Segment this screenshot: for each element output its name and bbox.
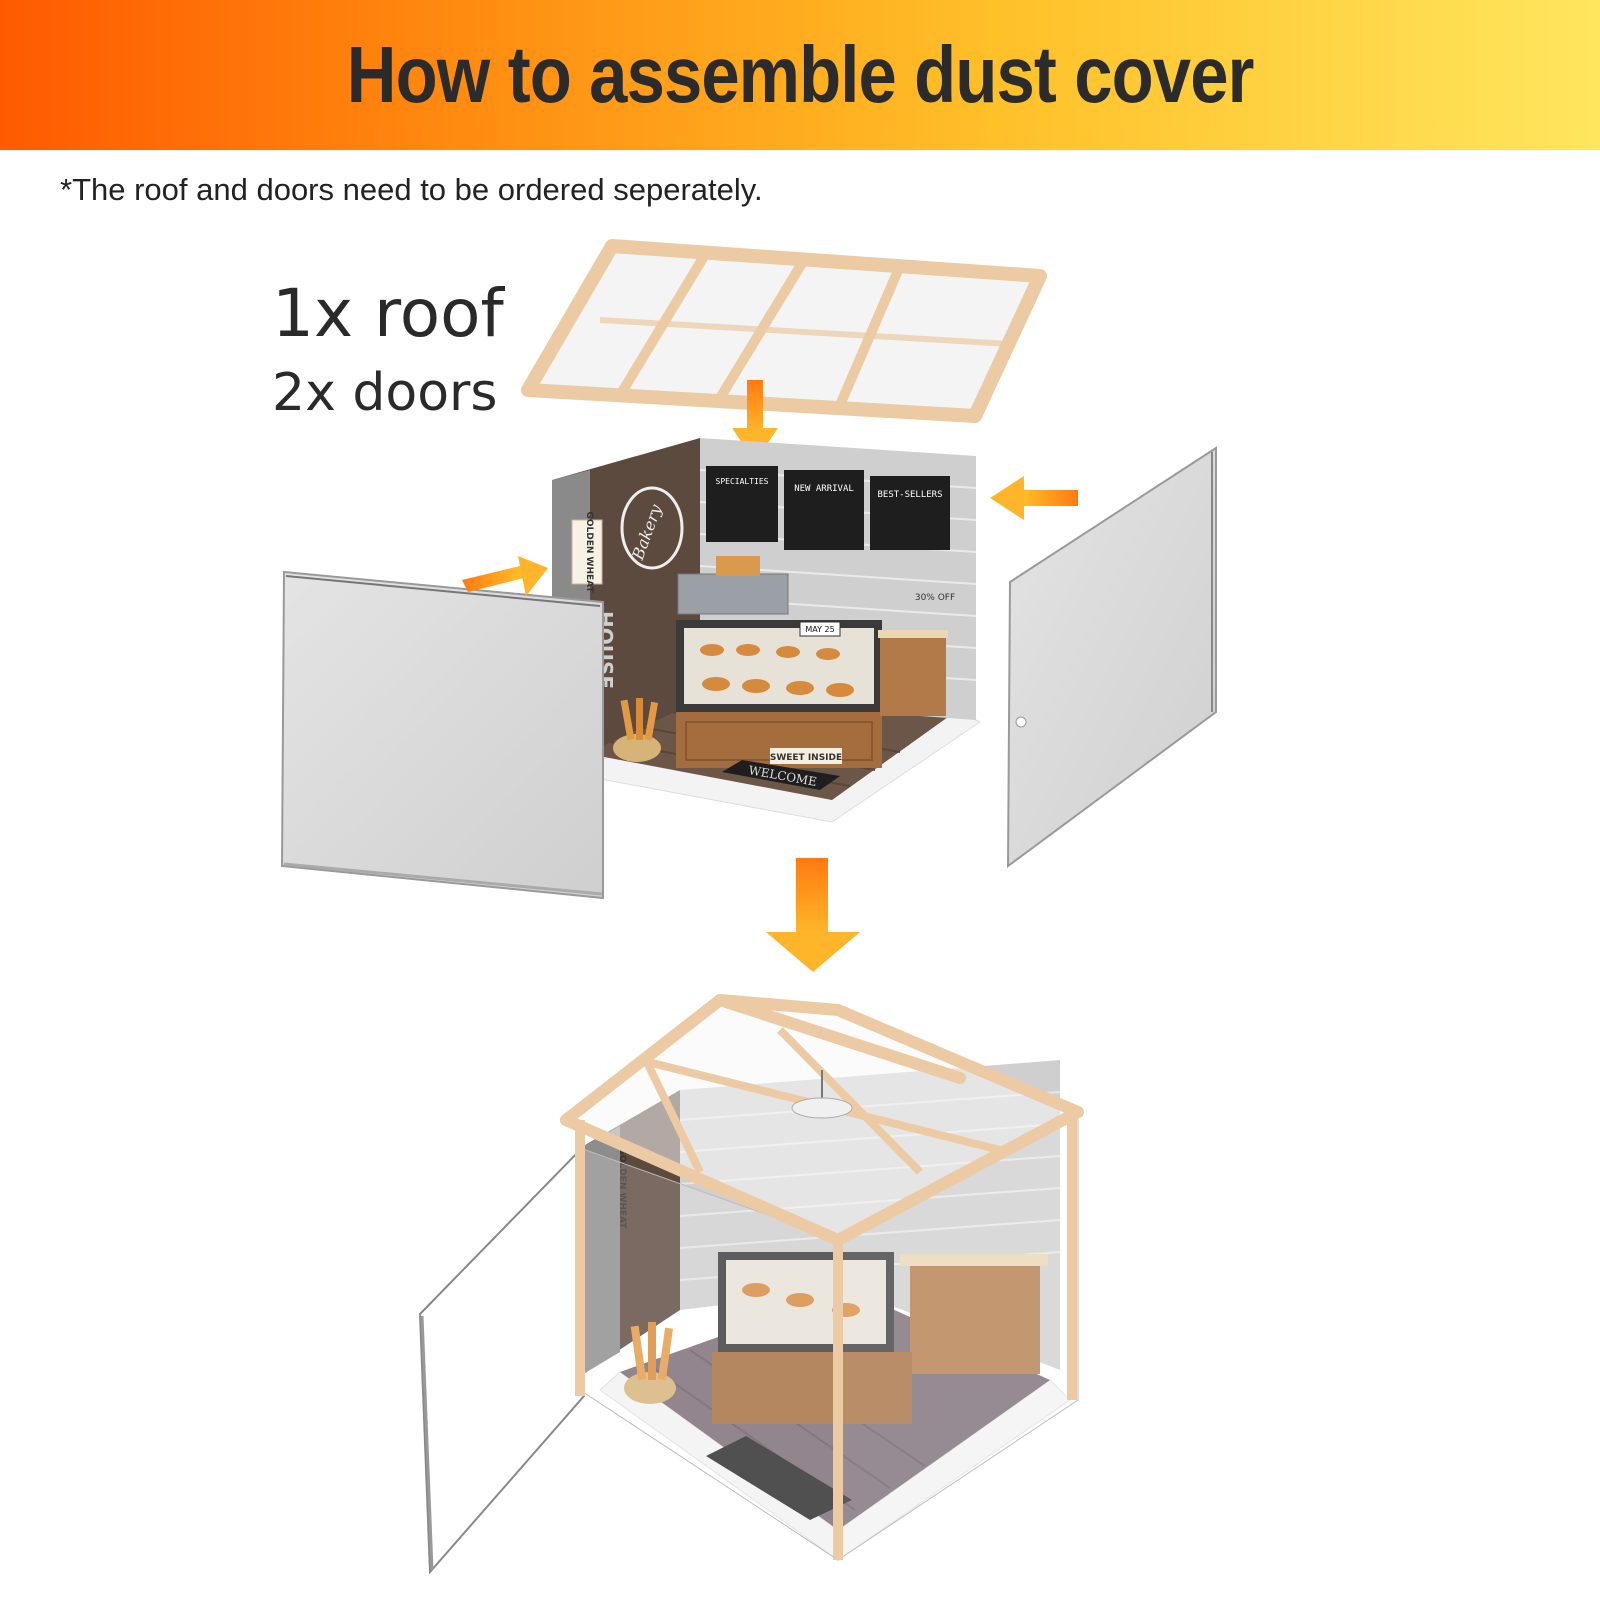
parts-list: 1x roof 2x doors [272, 278, 504, 436]
header-banner: How to assemble dust cover [0, 0, 1600, 150]
right-door-panel [1006, 446, 1217, 868]
date-card: MAY 25 [805, 625, 834, 634]
sweet-inside-sign: SWEET INSIDE [770, 753, 842, 763]
menu-new-arrival: NEW ARRIVAL [794, 484, 854, 494]
order-note: *The roof and doors need to be ordered s… [60, 172, 763, 207]
golden-wheat-sign: GOLDEN WHEAT [584, 511, 594, 593]
arrow-right-icon [462, 556, 548, 596]
menu-best-sellers: BEST-SELLERS [877, 490, 942, 500]
left-door-panel [280, 570, 604, 900]
roof-frame-exploded [521, 239, 1047, 423]
golden-wheat-sign-bottom: GOLDEN WHEAT [617, 1147, 627, 1229]
parts-doors-label: 2x doors [272, 363, 498, 423]
assembled-greenhouse: GOLDEN WHEAT [418, 994, 1084, 1575]
menu-specialties: SPECIALTIES [716, 477, 769, 486]
bakery-room-top: SPECIALTIES NEW ARRIVAL BEST-SELLERS Bak… [551, 438, 981, 823]
page-title: How to assemble dust cover [346, 30, 1255, 119]
arrow-left-icon [990, 476, 1078, 520]
arrow-down-large-icon [766, 858, 860, 972]
discount-sign: 30% OFF [915, 593, 955, 603]
parts-roof-label: 1x roof [272, 275, 504, 352]
